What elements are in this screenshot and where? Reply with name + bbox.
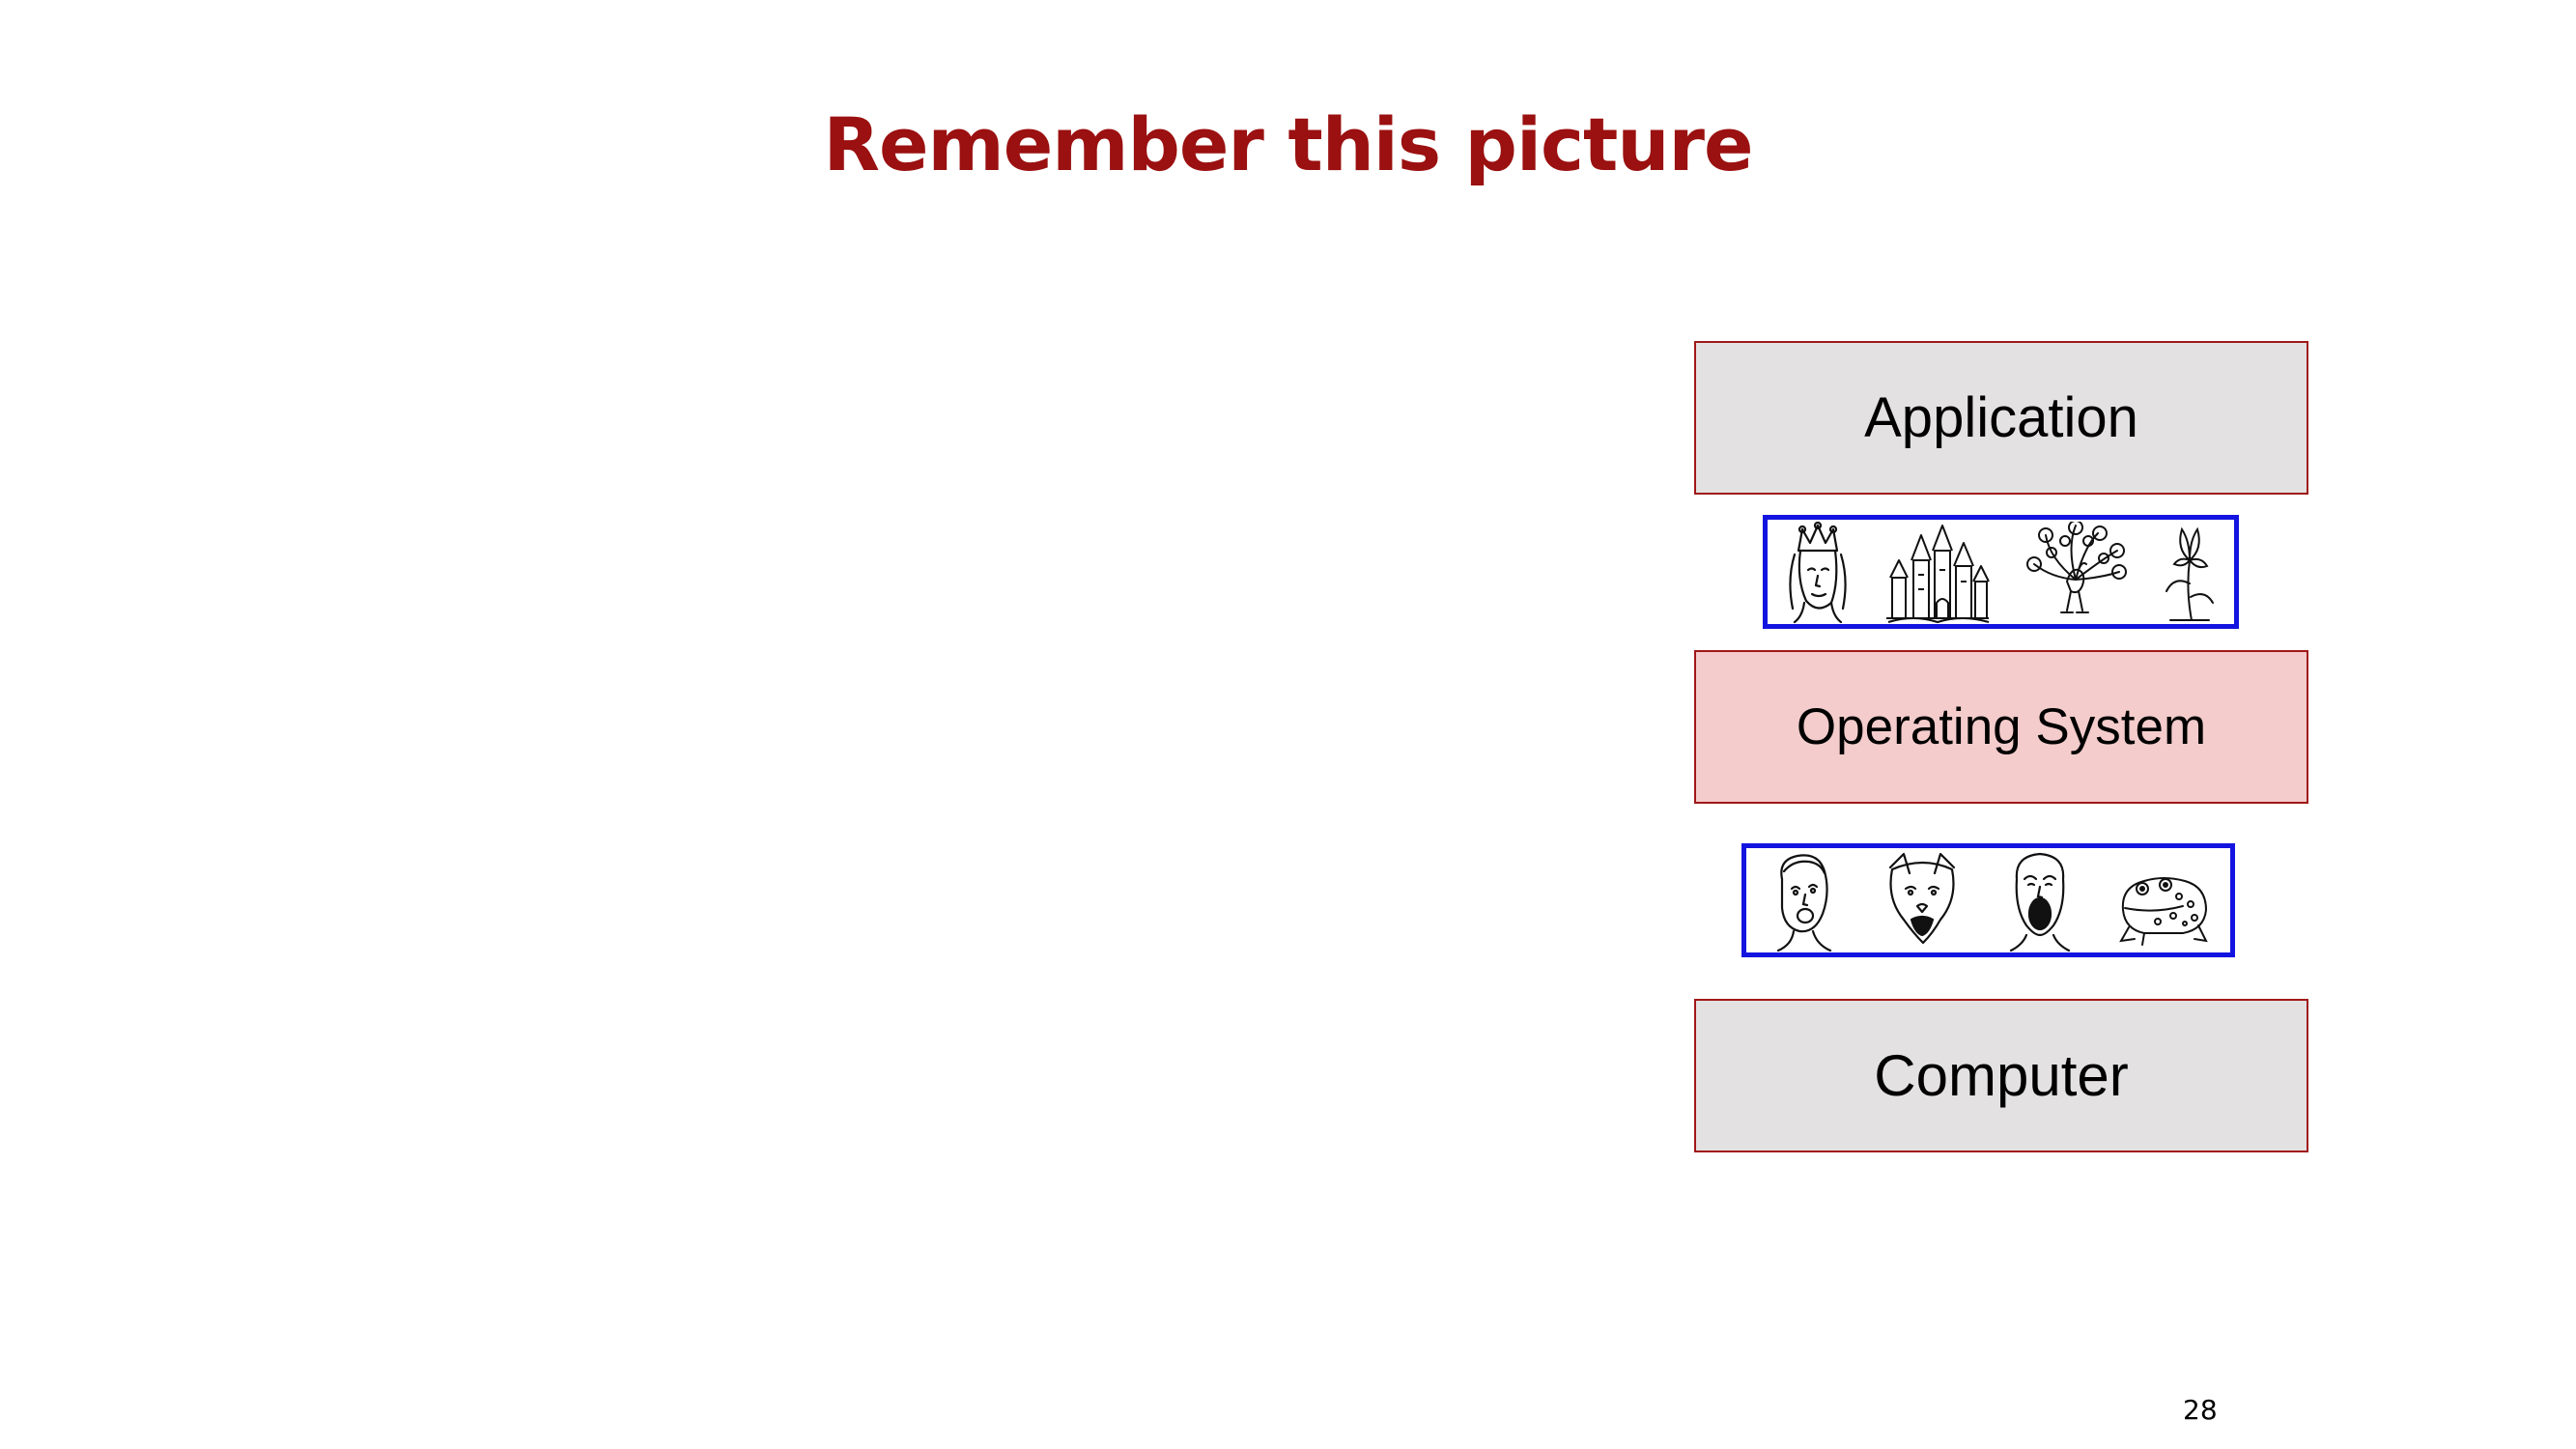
application-label: Application <box>1864 386 2138 449</box>
toad-icon <box>2119 876 2208 946</box>
growling-dog-icon <box>1888 852 1955 944</box>
computer-layer: Computer <box>1694 999 2308 1152</box>
operating-system-label: Operating System <box>1796 698 2207 755</box>
castle-icon <box>1886 524 1991 623</box>
computer-label: Computer <box>1874 1043 2129 1108</box>
screaming-face-icon <box>2010 852 2071 952</box>
screaming-man-icon <box>1776 853 1831 952</box>
operating-system-layer: Operating System <box>1694 650 2308 804</box>
slide-title: Remember this picture <box>823 101 1753 187</box>
flower-icon <box>2165 526 2214 621</box>
peacock-icon <box>2025 521 2127 613</box>
page-number: 28 <box>2183 1394 2218 1426</box>
queen-icon <box>1789 521 1848 623</box>
os-computer-interface-strip <box>1741 843 2235 957</box>
application-layer: Application <box>1694 341 2308 495</box>
application-os-interface-strip <box>1763 515 2239 629</box>
